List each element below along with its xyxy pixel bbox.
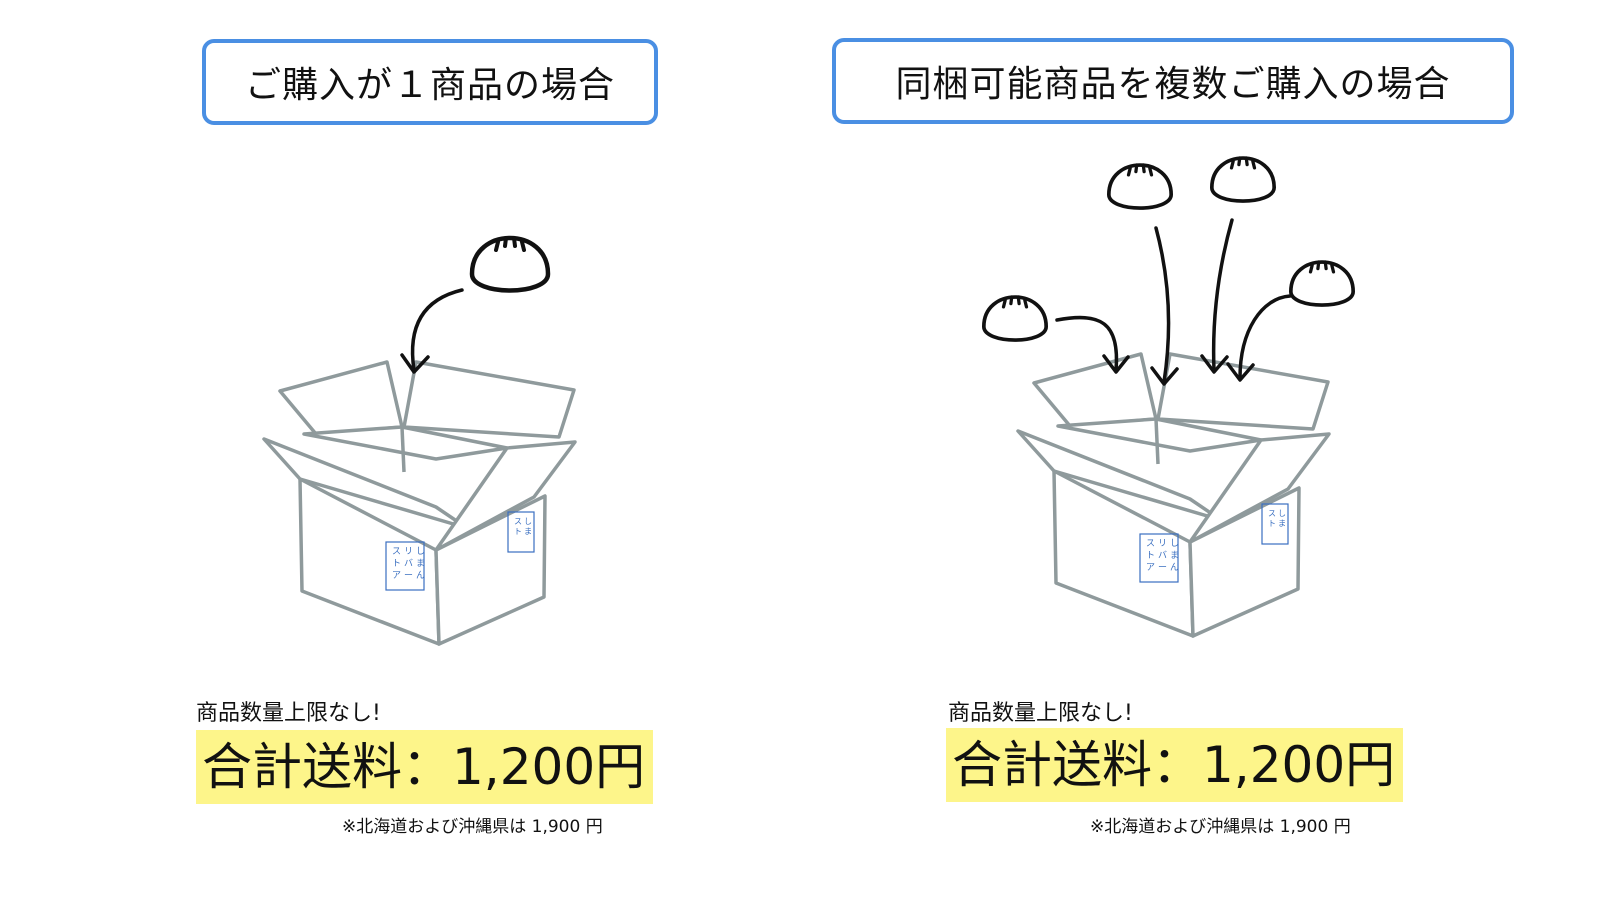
- arrow-icon: [1055, 315, 1130, 374]
- shipping-total: 合計送料：1,200円: [196, 730, 654, 804]
- shipping-total: 合計送料：1,200円: [946, 728, 1404, 802]
- bun-icon: [1209, 156, 1277, 203]
- title-multiple-items: 同梱可能商品を複数ご購入の場合: [832, 38, 1514, 124]
- arrow-icon: [1150, 226, 1179, 386]
- regional-shipping-note: ※北海道および沖縄県は 1,900 円: [1090, 817, 1351, 837]
- arrow-icon: [400, 288, 464, 374]
- arrow-icon: [1200, 218, 1234, 374]
- cardboard-box-icon: [262, 360, 577, 646]
- bun-icon: [1106, 163, 1174, 210]
- regional-shipping-note: ※北海道および沖縄県は 1,900 円: [342, 817, 603, 837]
- bun-icon: [1288, 260, 1356, 307]
- quantity-note: 商品数量上限なし!: [948, 701, 1133, 726]
- arrow-icon: [1226, 294, 1292, 382]
- cardboard-box-icon: [1016, 352, 1331, 638]
- quantity-note: 商品数量上限なし!: [196, 701, 381, 726]
- bun-icon: [472, 238, 548, 291]
- bun-icon: [981, 295, 1049, 342]
- title-single-item: ご購入が１商品の場合: [202, 39, 658, 125]
